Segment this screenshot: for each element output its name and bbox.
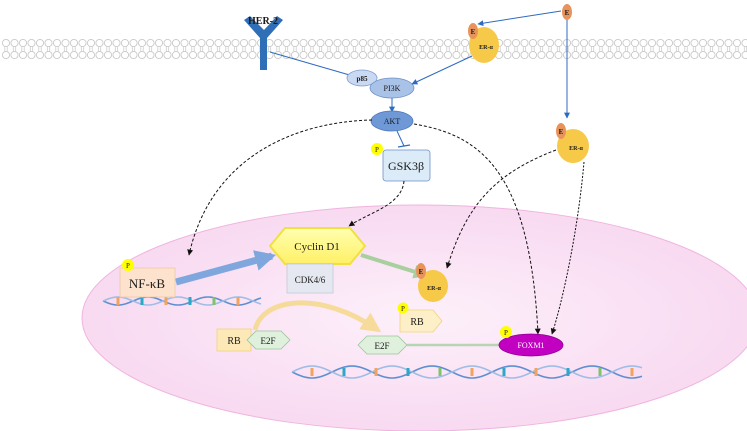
nfkb-phospho-icon xyxy=(122,259,134,271)
estrogen-on-er-nucleus-icon xyxy=(416,263,426,279)
foxm1-phospho-icon xyxy=(500,326,512,338)
estrogen-on-er-cytoplasm-icon xyxy=(556,123,566,139)
cdk46-node xyxy=(286,263,334,294)
pi3k-label: PI3K xyxy=(384,84,401,93)
dna-strand-bottom xyxy=(291,365,643,379)
gsk3b-node xyxy=(382,149,431,182)
estrogen-on-er-membrane-icon xyxy=(468,23,478,39)
estrogen-on-er-nucleus-label: E xyxy=(419,268,424,276)
gsk3b-to-cyclin-d1-arrow xyxy=(348,180,405,227)
cdk46-label: CDK4/6 xyxy=(295,275,326,285)
cell-membrane xyxy=(1,38,747,60)
foxm1-node xyxy=(498,333,564,357)
akt-to-foxm1-arrow xyxy=(413,123,541,335)
er-to-pi3k-arrow xyxy=(411,55,473,85)
er-alpha-cytoplasm-node xyxy=(557,129,589,163)
nfkb-label: NF-κB xyxy=(129,276,165,291)
er-alpha-membrane-label: ER-α xyxy=(479,45,493,51)
estrogen-on-er-membrane-label: E xyxy=(471,28,476,36)
gsk3b-phospho-icon xyxy=(371,143,383,155)
nfkb-phospho-label: P xyxy=(126,262,130,270)
rb-phospho-icon xyxy=(397,302,409,314)
her2-receptor-icon xyxy=(244,16,283,70)
her2-to-p85-arrow xyxy=(269,51,354,77)
nfkb-to-cyclin-d1-arrow xyxy=(175,250,277,286)
er-alpha-nucleus-label: ER-α xyxy=(427,286,441,292)
e2f-free-label: E2F xyxy=(374,341,389,351)
estrogen-free-icon xyxy=(562,4,572,20)
rb-e2f-release-arrow xyxy=(252,300,382,333)
cyclin-d1-to-er-nucleus-arrow xyxy=(360,253,428,279)
rb-phospho-node xyxy=(399,309,443,333)
foxm1-label: FOXM1 xyxy=(517,341,544,350)
rb-phospho-label: RB xyxy=(410,317,424,328)
cyclin-d1-node xyxy=(268,227,367,265)
akt-label: AKT xyxy=(384,117,401,126)
e2f-complex-label: E2F xyxy=(260,336,275,346)
akt-inhibits-gsk3b xyxy=(396,130,405,147)
cyclin-d1-label: Cyclin D1 xyxy=(294,241,340,253)
rb-complex-label: RB xyxy=(227,336,241,347)
her2-label: HER-2 xyxy=(248,16,278,27)
estrogen-on-er-cytoplasm-label: E xyxy=(559,128,564,136)
e2f-complex-node xyxy=(246,330,291,350)
foxm1-phospho-label: P xyxy=(504,329,508,337)
nfkb-node xyxy=(119,267,176,298)
akt-node xyxy=(370,110,414,132)
p85-label: p85 xyxy=(357,75,368,83)
gsk3b-phospho-label: P xyxy=(375,146,379,154)
er-alpha-nucleus-node xyxy=(418,270,448,302)
dna-strand-left xyxy=(102,296,262,306)
estrogen-to-er-membrane-arrow xyxy=(477,10,562,27)
er-alpha-cytoplasm-label: ER-α xyxy=(569,146,583,152)
er-cytoplasm-to-er-nucleus-arrow xyxy=(445,149,557,269)
gsk3b-label: GSK3β xyxy=(388,159,424,173)
estrogen-free-label: E xyxy=(565,9,570,17)
akt-to-nfkb-arrow xyxy=(187,119,373,256)
er-cytoplasm-to-foxm1-arrow xyxy=(550,161,585,335)
rb-phospho-p-label: P xyxy=(401,305,405,313)
p85-node xyxy=(346,69,378,87)
